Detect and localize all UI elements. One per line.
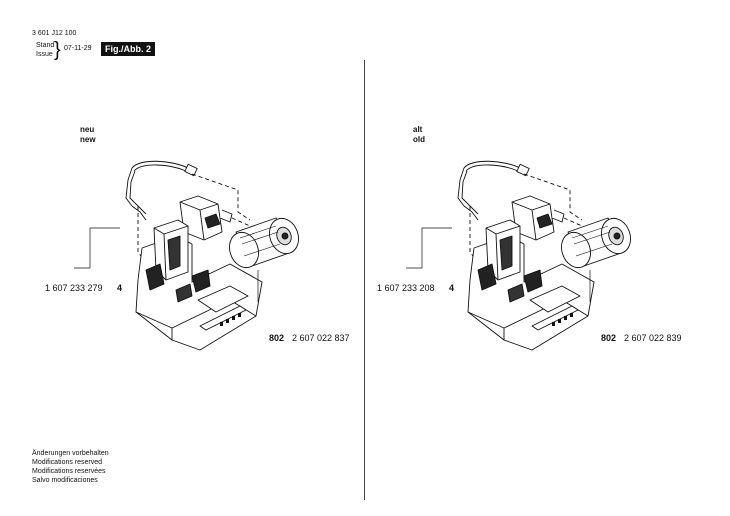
right-label-en: old <box>413 135 425 144</box>
brace-symbol: } <box>54 39 61 61</box>
footer-line-fr: Modifications reservées <box>32 468 106 475</box>
left-label-en: new <box>80 135 96 144</box>
stand-label: Stand <box>36 42 55 49</box>
footer-line-es: Salvo modificaciones <box>32 477 98 484</box>
figure-label: Fig./Abb. 2 <box>101 42 155 56</box>
left-housing-item: 4 <box>117 283 123 293</box>
issue-label: Issue <box>36 51 53 58</box>
right-label-de: alt <box>413 125 423 134</box>
issue-date: 07-11-29 <box>64 45 92 52</box>
right-housing-item: 4 <box>449 283 455 293</box>
document-number: 3 601 J12 100 <box>32 30 77 37</box>
left-housing-part-number: 1 607 233 279 <box>45 283 103 293</box>
left-motor-part-number: 2 607 022 837 <box>292 333 350 343</box>
left-motor-item: 802 <box>269 333 285 343</box>
left-label-de: neu <box>80 125 95 134</box>
panel-divider <box>364 60 365 500</box>
right-motor-item: 802 <box>601 333 617 343</box>
left-assembly-drawing <box>73 160 304 351</box>
footer-line-de: Änderungen vorbehalten <box>32 450 109 457</box>
footer-line-en: Modifications reserved <box>32 459 103 466</box>
right-housing-part-number: 1 607 233 208 <box>377 283 435 293</box>
right-assembly-drawing <box>405 160 636 351</box>
right-motor-part-number: 2 607 022 839 <box>624 333 682 343</box>
